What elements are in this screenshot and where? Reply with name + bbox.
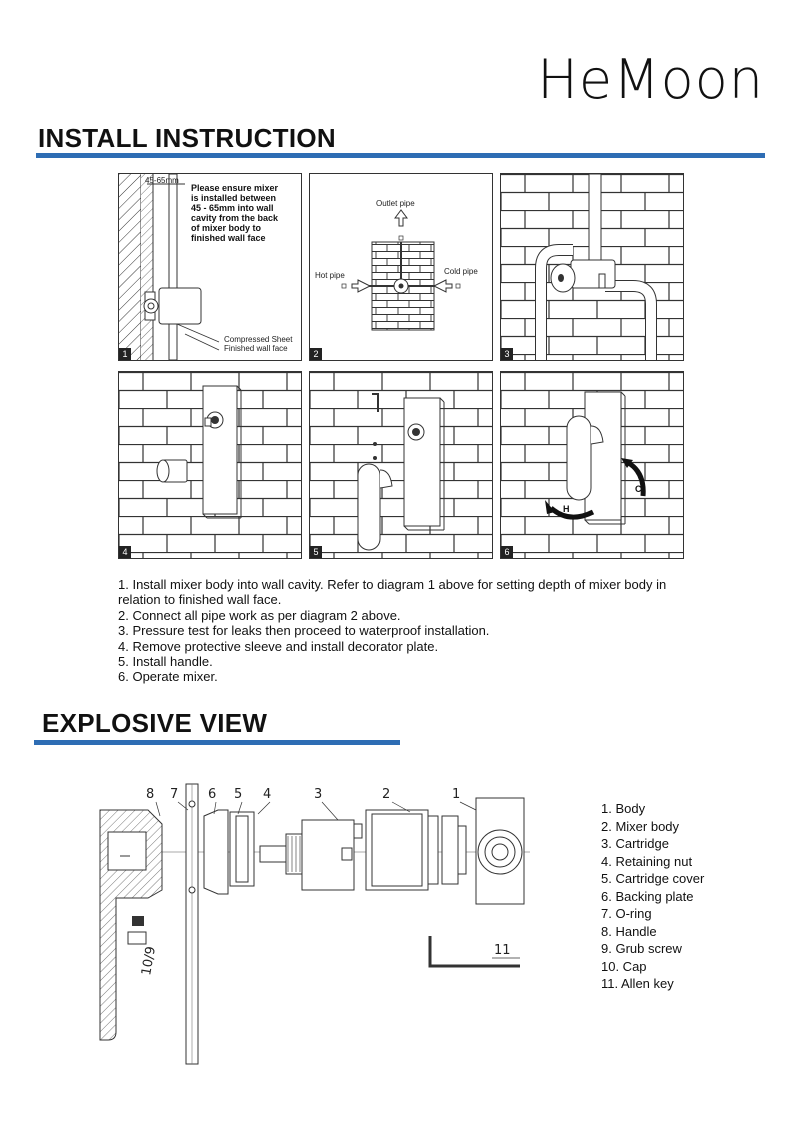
diagram-panel-6: H C 6 (500, 371, 684, 559)
parts-list-item: 9. Grub screw (601, 941, 682, 956)
depth-note-line-5: of mixer body to (191, 223, 262, 233)
install-step: 4. Remove protective sleeve and install … (118, 638, 439, 654)
install-title: INSTALL INSTRUCTION (38, 123, 336, 153)
pipe-connection-diagram: Outlet pipe Hot pipe Cold pipe (315, 199, 478, 331)
parts-list-item: 2. Mixer body (601, 818, 680, 834)
install-handle-diagram (310, 372, 492, 558)
panel-number-2: 2 (310, 348, 322, 360)
hot-direction-label: H (563, 504, 570, 514)
diagram-panel-1: 45-65mm Please ensure mixer is installed… (118, 173, 302, 361)
callout-body: 1 (452, 787, 460, 802)
panel-number-1: 1 (119, 348, 131, 360)
parts-list-item: 7. O-ring (601, 906, 652, 921)
callout-cap-grub-screw: 10/9 (139, 945, 159, 976)
diagram-panel-5: 5 (309, 371, 493, 559)
callout-o-ring: 7 (170, 787, 178, 802)
depth-note-line-2: is installed between (191, 193, 276, 203)
parts-list-item: 3. Cartridge (601, 836, 669, 851)
explosive-title: EXPLOSIVE VIEW (42, 708, 268, 738)
callout-cartridge: 3 (314, 787, 322, 802)
parts-list-item: 1. Body (601, 801, 646, 816)
parts-list-item: 8. Handle (601, 923, 657, 939)
exploded-view-diagram: 8 7 6 5 4 3 2 1 11 10/9 (99, 783, 530, 1065)
panel-number-5: 5 (310, 546, 322, 558)
diagram-panel-2: Outlet pipe Hot pipe Cold pipe 2 (309, 173, 493, 361)
depth-note-line-6: finished wall face (191, 233, 266, 243)
panel-number-6: 6 (501, 546, 513, 558)
diagram-panel-3: 3 (500, 173, 684, 361)
parts-list-item: 10. Cap (601, 958, 647, 974)
cold-direction-label: C (635, 484, 642, 494)
install-title-rule (36, 153, 765, 158)
install-step: 3. Pressure test for leaks then proceed … (118, 623, 490, 639)
install-step: relation to finished wall face. (118, 592, 282, 608)
diagram-panel-4: 4 (118, 371, 302, 559)
callout-cartridge-cover: 5 (234, 787, 242, 802)
panel-number-4: 4 (119, 546, 131, 558)
brand-logo: HeMoon (537, 48, 764, 111)
explosive-title-rule (34, 740, 400, 745)
label-cold-pipe: Cold pipe (444, 267, 478, 276)
label-compressed-sheet: Compressed Sheet (224, 335, 293, 344)
label-outlet-pipe: Outlet pipe (376, 199, 415, 208)
mounted-body-diagram (501, 174, 683, 360)
install-steps: 1. Install mixer body into wall cavity. … (118, 577, 666, 685)
install-step: 6. Operate mixer. (118, 669, 218, 685)
depth-note-line-4: cavity from the back (191, 213, 279, 223)
install-step: 5. Install handle. (118, 654, 213, 670)
depth-note-line-3: 45 - 65mm into wall (191, 203, 274, 213)
callout-allen-key: 11 (494, 943, 511, 958)
depth-note-line-1: Please ensure mixer (191, 183, 279, 193)
wall-depth-diagram: 45-65mm Please ensure mixer is installed… (119, 174, 293, 360)
operate-mixer-diagram: H C (501, 372, 683, 558)
callout-retaining-nut: 4 (263, 787, 271, 802)
parts-list-item: 5. Cartridge cover (601, 871, 705, 886)
install-step: 2. Connect all pipe work as per diagram … (118, 607, 401, 623)
callout-backing-plate: 6 (208, 787, 216, 802)
label-hot-pipe: Hot pipe (315, 271, 345, 280)
install-step: 1. Install mixer body into wall cavity. … (118, 577, 667, 592)
panel-number-3: 3 (501, 348, 513, 360)
depth-dimension: 45-65mm (145, 176, 179, 185)
decorator-plate-diagram (119, 372, 301, 558)
parts-list: 1. Body 2. Mixer body 3. Cartridge 4. Re… (601, 800, 704, 993)
parts-list-item: 11. Allen key (601, 976, 674, 991)
parts-list-item: 4. Retaining nut (601, 853, 693, 869)
parts-list-item: 6. Backing plate (601, 888, 694, 904)
callout-handle: 8 (146, 787, 154, 802)
callout-mixer-body: 2 (382, 787, 390, 802)
label-finished-wall: Finished wall face (224, 344, 288, 353)
